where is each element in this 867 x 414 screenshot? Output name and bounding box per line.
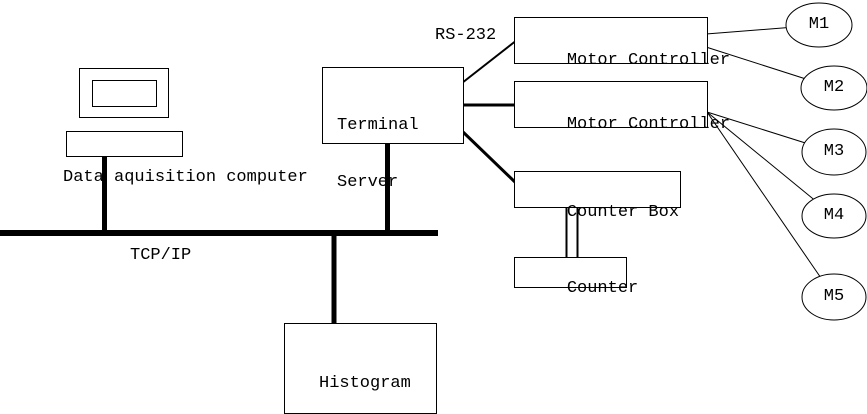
tcpip-bus-label: TCP/IP [130, 246, 192, 265]
motor-node-m1-label: M1 [808, 15, 830, 34]
counter-unit-box: Counter [514, 257, 638, 298]
terminal-server-label-line2: Server [337, 173, 399, 192]
counter-box: Counter Box [514, 171, 681, 222]
ts-to-motor-controller-1-line [461, 39, 518, 84]
motor-m1-ellipse [785, 2, 853, 48]
motor-controller-2-label: Motor Controller [566, 115, 731, 134]
screen-icon [92, 80, 157, 107]
mc2-to-m5-line [706, 111, 835, 298]
counter-label: Counter [566, 279, 639, 298]
motor-m5-ellipse [801, 273, 867, 321]
motor-m3-ellipse [801, 128, 867, 176]
terminal-server-box: Terminal Server [322, 67, 464, 192]
motor-controller-1-label: Motor Controller [566, 51, 731, 70]
motor-node-m5-label: M5 [823, 287, 845, 306]
motor-node-m3-label: M3 [823, 142, 845, 161]
motor-controller-1-box: Motor Controller [514, 17, 730, 70]
keyboard-icon [66, 131, 183, 157]
motor-m2-ellipse [800, 65, 867, 111]
motor-controller-2-box: Motor Controller [514, 81, 730, 134]
ts-to-counter-box-line [460, 129, 519, 186]
rs232-label: RS-232 [435, 26, 497, 45]
computer-label: Data aquisition computer [63, 168, 308, 187]
motor-node-m4-label: M4 [823, 206, 845, 225]
motor-node-m2-label: M2 [823, 78, 845, 97]
mc2-to-m4-line [706, 111, 835, 217]
terminal-server-label-line1: Terminal [337, 116, 419, 135]
histogram-memory-box: Histogram Memory [284, 323, 437, 414]
motor-m4-ellipse [801, 193, 867, 239]
counter-box-label: Counter Box [566, 203, 680, 222]
histogram-memory-label-line1: Histogram [319, 374, 411, 393]
